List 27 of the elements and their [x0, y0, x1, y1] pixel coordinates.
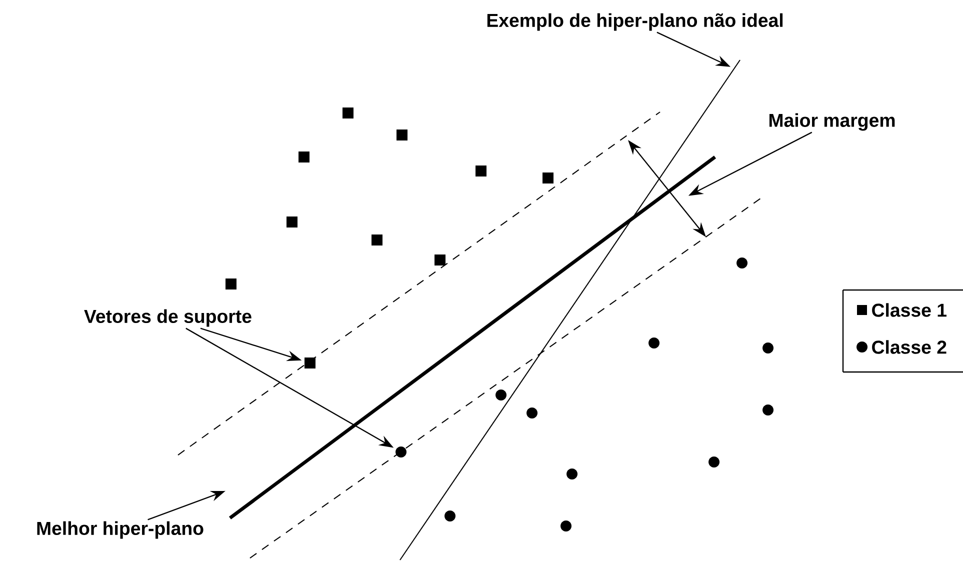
callout-text: Exemplo de hiper-plano não ideal	[487, 13, 783, 31]
square-point	[476, 166, 486, 176]
square-point	[226, 278, 236, 290]
circle-point	[762, 404, 774, 416]
circle-point	[444, 510, 456, 522]
legend-label: Classe 2	[872, 340, 946, 354]
legend-label: Classe 1	[872, 303, 946, 317]
square-point	[298, 152, 310, 162]
circle-point	[566, 468, 578, 480]
square-point	[304, 358, 316, 368]
circle-point	[526, 408, 538, 418]
circle-point	[396, 446, 406, 458]
circle-point	[736, 258, 748, 268]
callout-text: Vetores de suporte	[84, 309, 252, 327]
square-point	[396, 130, 408, 140]
circle-point	[762, 342, 774, 354]
square-point	[342, 108, 354, 118]
square-point	[434, 254, 446, 266]
circle-point	[560, 520, 572, 532]
square-point	[286, 216, 298, 228]
callout-text: Maior margem	[769, 113, 895, 131]
callout-text: Melhor hiper-plano	[37, 521, 204, 539]
square-point	[372, 234, 382, 246]
circle-point	[708, 456, 720, 468]
circle-point	[496, 390, 506, 400]
circle-point	[648, 338, 660, 348]
square-point	[542, 172, 554, 184]
